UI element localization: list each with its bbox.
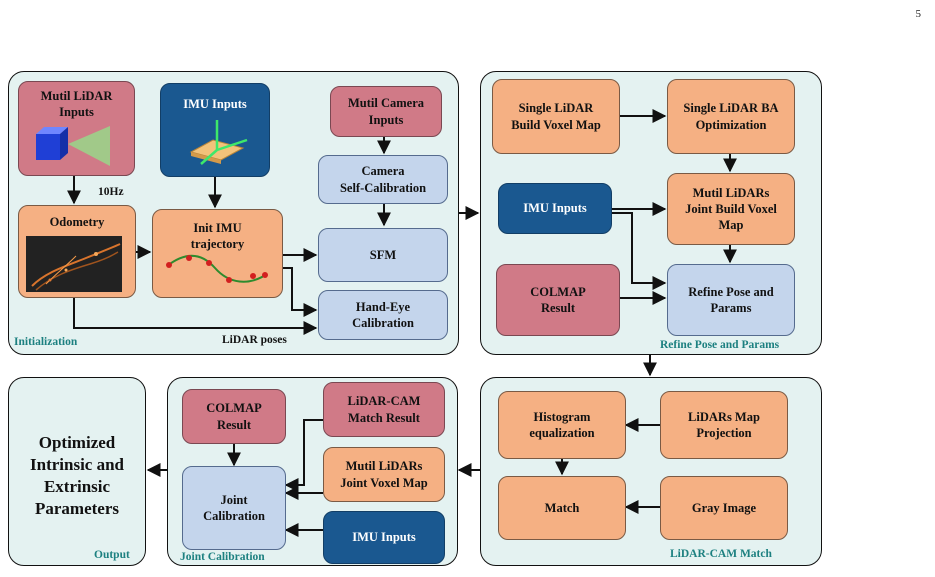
panel-label-refine: Refine Pose and Params bbox=[660, 339, 780, 351]
node-mutil-lidars-joint-voxel-map: Mutil LiDARs Joint Voxel Map bbox=[323, 447, 445, 502]
panel-output bbox=[8, 377, 146, 566]
lidar-poses-annotation: LiDAR poses bbox=[222, 334, 287, 346]
node-lidars-map-projection: LiDARs Map Projection bbox=[660, 391, 788, 459]
output-parameters-text: Optimized Intrinsic and Extrinsic Parame… bbox=[30, 433, 124, 519]
lidar-sensor-icon bbox=[36, 126, 110, 166]
node-joint-calibration: Joint Calibration bbox=[182, 466, 286, 550]
node-colmap-result-refine: COLMAP Result bbox=[496, 264, 620, 336]
node-camera-self-calibration: Camera Self-Calibration bbox=[318, 155, 448, 204]
panel-label-lidar-cam-match: LiDAR-CAM Match bbox=[670, 548, 772, 560]
node-single-lidar-voxel-map: Single LiDAR Build Voxel Map bbox=[492, 79, 620, 154]
node-gray-image: Gray Image bbox=[660, 476, 788, 540]
panel-label-output: Output bbox=[94, 549, 130, 561]
node-refine-pose-params: Refine Pose and Params bbox=[667, 264, 795, 336]
node-init-imu-trajectory: Init IMU trajectory bbox=[152, 209, 283, 298]
node-mutil-lidars-joint-voxel: Mutil LiDARs Joint Build Voxel Map bbox=[667, 173, 795, 245]
trajectory-curve-icon bbox=[166, 254, 268, 283]
node-mutil-lidar-inputs: Mutil LiDAR Inputs bbox=[18, 81, 135, 176]
node-mutil-camera-inputs: Mutil Camera Inputs bbox=[330, 86, 442, 137]
panel-label-joint-calibration: Joint Calibration bbox=[180, 551, 265, 563]
node-sfm: SFM bbox=[318, 228, 448, 282]
panel-label-initialization: Initialization bbox=[14, 336, 78, 348]
node-single-lidar-ba: Single LiDAR BA Optimization bbox=[667, 79, 795, 154]
node-match: Match bbox=[498, 476, 626, 540]
node-colmap-result-joint: COLMAP Result bbox=[182, 389, 286, 444]
node-imu-inputs-refine: IMU Inputs bbox=[498, 183, 612, 234]
node-hand-eye-calibration: Hand-Eye Calibration bbox=[318, 290, 448, 340]
node-histogram-equalization: Histogram equalization bbox=[498, 391, 626, 459]
node-imu-inputs-joint: IMU Inputs bbox=[323, 511, 445, 564]
page-number: 5 bbox=[915, 8, 922, 20]
node-lidar-cam-match-result: LiDAR-CAM Match Result bbox=[323, 382, 445, 437]
point-cloud-image bbox=[26, 236, 122, 292]
rate-annotation: 10Hz bbox=[98, 186, 124, 198]
imu-axes-icon bbox=[189, 120, 248, 165]
